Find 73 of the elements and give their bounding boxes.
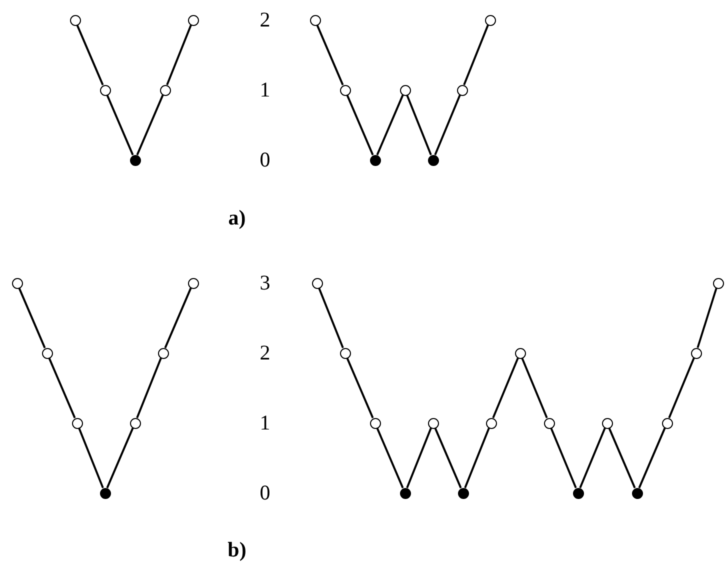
connector-line: [376, 94, 404, 156]
open-circle: [456, 84, 468, 96]
open-circle: [370, 418, 380, 428]
connector-line: [106, 94, 134, 156]
connector-line: [18, 288, 46, 348]
connector-line: [106, 428, 134, 488]
connector-line: [638, 428, 666, 488]
open-circle: [310, 14, 320, 26]
connector-line: [434, 94, 461, 156]
level-number: 1: [260, 80, 270, 100]
panel-label: a): [228, 208, 246, 228]
connector-line: [668, 358, 695, 418]
open-circle: [400, 84, 410, 96]
connector-line: [346, 94, 374, 156]
connector-line: [376, 428, 404, 488]
level-number: 0: [260, 482, 270, 504]
filled-dot: [400, 488, 410, 498]
level-number: 2: [260, 342, 270, 364]
connector-line: [492, 358, 519, 418]
connector-line: [76, 24, 104, 86]
connector-line: [579, 428, 606, 488]
open-circle: [514, 348, 526, 358]
open-circle: [486, 418, 496, 428]
open-circle: [12, 278, 22, 288]
connector-line: [318, 288, 344, 348]
open-circle: [188, 278, 198, 288]
connector-line: [136, 94, 164, 156]
level-number: 1: [260, 412, 270, 434]
filled-dot: [458, 488, 468, 498]
open-circle: [544, 418, 554, 428]
open-circle: [100, 84, 110, 96]
connector-line: [346, 358, 374, 418]
connector-line: [166, 24, 192, 86]
connector-line: [406, 94, 432, 156]
open-circle: [428, 418, 438, 428]
connector-line: [316, 24, 344, 86]
filled-dot: [370, 154, 380, 166]
level-number: 3: [260, 272, 270, 294]
connector-line: [608, 428, 636, 488]
open-circle: [340, 84, 350, 96]
connector-line: [550, 428, 577, 488]
filled-dot: [632, 488, 642, 498]
open-circle: [312, 278, 322, 288]
filled-dot: [130, 154, 140, 166]
open-circle: [130, 418, 140, 428]
filled-dot: [100, 488, 110, 498]
panel-label: b): [228, 540, 246, 560]
connector-line: [48, 358, 76, 418]
connector-line: [434, 428, 462, 488]
connector-line: [463, 24, 489, 86]
connector-line: [696, 288, 718, 348]
open-circle: [70, 14, 80, 26]
connector-line: [164, 288, 192, 348]
open-circle: [712, 278, 724, 288]
open-circle: [662, 418, 672, 428]
open-circle: [72, 418, 82, 428]
connector-line: [464, 428, 490, 488]
open-circle: [42, 348, 52, 358]
open-circle: [158, 348, 168, 358]
open-circle: [160, 84, 170, 96]
open-circle: [690, 348, 702, 358]
filled-dot: [572, 488, 584, 498]
open-circle: [484, 14, 496, 26]
open-circle: [340, 348, 350, 358]
level-number: 2: [260, 10, 270, 30]
open-circle: [188, 14, 198, 26]
level-number: 0: [260, 150, 270, 170]
open-circle: [602, 418, 612, 428]
filled-dot: [428, 154, 438, 166]
connector-line: [78, 428, 104, 488]
connector-line: [406, 428, 432, 488]
connector-line: [521, 358, 548, 418]
connector-line: [136, 358, 162, 418]
